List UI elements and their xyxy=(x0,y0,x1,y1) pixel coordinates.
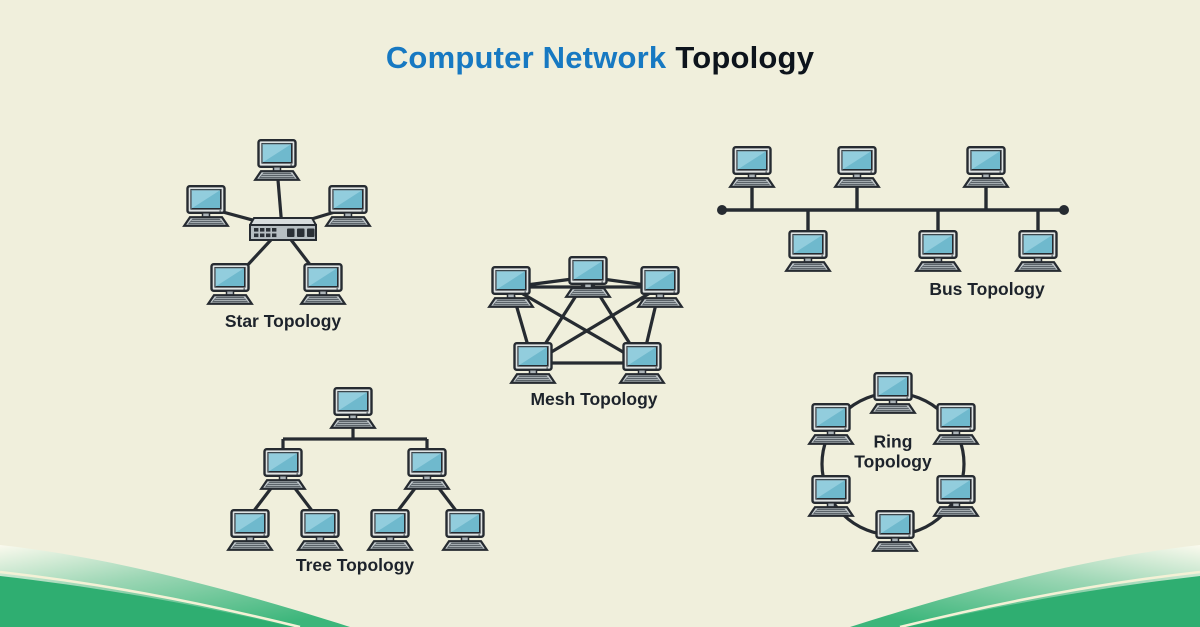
tree-links xyxy=(251,426,459,513)
ring-label-line1: Ring xyxy=(873,431,913,452)
computer-icon xyxy=(226,509,273,551)
bus-topology-label: Bus Topology xyxy=(929,279,1045,300)
mesh-topology-diagram xyxy=(488,256,683,384)
computer-icon xyxy=(1015,230,1062,272)
title-rest: Topology xyxy=(675,40,815,75)
tree-topology-label: Tree Topology xyxy=(295,555,415,576)
computer-icon xyxy=(729,146,775,188)
computer-icon xyxy=(260,448,306,490)
star-topology-diagram xyxy=(182,139,371,305)
ring-topology-label: Ring Topology xyxy=(854,432,931,471)
computer-icon xyxy=(933,403,979,445)
computer-icon xyxy=(442,509,488,551)
computer-icon xyxy=(808,475,854,517)
computer-icon xyxy=(253,139,300,181)
computer-icon xyxy=(510,342,556,384)
computer-icon xyxy=(872,510,918,552)
computer-icon xyxy=(933,475,979,517)
computer-icon xyxy=(404,448,450,490)
computer-icon xyxy=(565,256,611,298)
computer-icon xyxy=(870,372,916,414)
computer-icon xyxy=(330,387,376,429)
computer-icon xyxy=(182,185,230,227)
star-topology-label: Star Topology xyxy=(224,311,342,332)
title-highlight: Computer Network xyxy=(385,40,667,75)
computer-icon xyxy=(785,230,831,272)
tree-topology-diagram xyxy=(226,387,488,551)
computer-icon xyxy=(488,266,534,308)
bus-topology-diagram xyxy=(717,146,1069,272)
computer-icon xyxy=(637,266,683,308)
computer-icon xyxy=(300,263,346,305)
ring-label-line2: Topology xyxy=(854,451,932,471)
computer-icon xyxy=(367,509,413,551)
bus-terminator xyxy=(1059,205,1069,215)
computer-icon xyxy=(297,509,343,551)
mesh-topology-label: Mesh Topology xyxy=(530,389,658,410)
ring-topology-diagram xyxy=(808,372,979,552)
computer-icon xyxy=(834,146,880,188)
switch-icon xyxy=(249,217,317,241)
computer-icon xyxy=(808,403,854,445)
bus-terminator xyxy=(717,205,727,215)
computer-icon xyxy=(325,185,371,227)
bus-links xyxy=(722,186,1064,234)
computer-icon xyxy=(619,342,665,384)
computer-icon xyxy=(206,263,254,305)
computer-icon xyxy=(963,146,1009,188)
computer-icon xyxy=(915,230,961,272)
